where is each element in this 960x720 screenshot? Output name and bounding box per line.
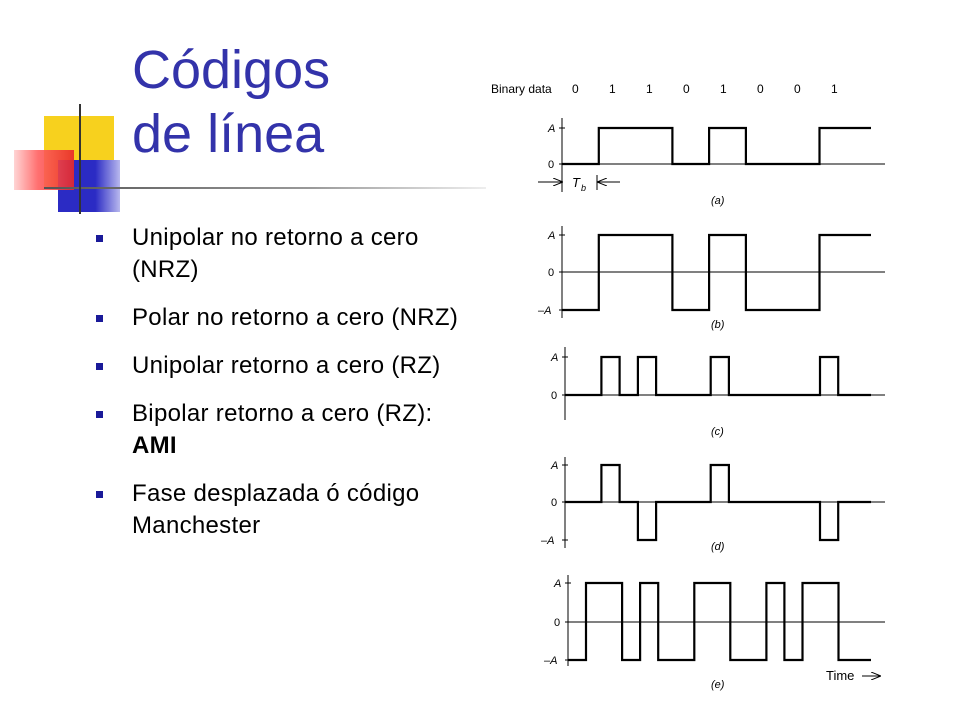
bit-value: 0 bbox=[572, 82, 579, 96]
bit-value: 1 bbox=[720, 82, 727, 96]
panel-c: A 0 (c) bbox=[550, 347, 885, 438]
bullet-item: Unipolar retorno a cero (RZ) bbox=[96, 350, 476, 382]
title-line-1: Códigos bbox=[132, 40, 331, 100]
bullet-text: Fase desplazada ó código Manchester bbox=[132, 480, 420, 539]
bit-value: 1 bbox=[831, 82, 838, 96]
time-label: Time bbox=[826, 668, 854, 683]
binary-bits: 0 1 1 0 1 0 0 1 bbox=[572, 82, 838, 96]
tb-label: T bbox=[572, 175, 581, 190]
panel-caption: (a) bbox=[711, 195, 725, 207]
deco-vertical-line bbox=[79, 104, 81, 214]
bullet-item: Polar no retorno a cero (NRZ) bbox=[96, 302, 476, 334]
time-axis-label: Time bbox=[826, 668, 880, 683]
binary-data-label: Binary data bbox=[491, 82, 552, 96]
bullet-list: Unipolar no retorno a cero (NRZ) Polar n… bbox=[96, 222, 476, 558]
bullet-item: Unipolar no retorno a cero (NRZ) bbox=[96, 222, 476, 286]
level-label: 0 bbox=[554, 617, 560, 629]
panel-e: A 0 –A (e) bbox=[543, 575, 885, 691]
waveform-line bbox=[562, 126, 871, 166]
panel-a: A 0 (a) bbox=[547, 118, 885, 207]
level-label: A bbox=[547, 230, 555, 242]
bullet-square-icon bbox=[96, 363, 103, 370]
waveform-line bbox=[565, 463, 871, 542]
level-label: –A bbox=[540, 535, 554, 547]
bullet-text: Polar no retorno a cero (NRZ) bbox=[132, 304, 459, 331]
level-label: –A bbox=[537, 305, 551, 317]
tb-subscript: b bbox=[581, 183, 586, 193]
bullet-text: Unipolar retorno a cero (RZ) bbox=[132, 352, 441, 379]
bullet-bold-text: AMI bbox=[132, 432, 177, 459]
waveform-line bbox=[565, 355, 871, 397]
level-label: A bbox=[550, 352, 558, 364]
bullet-item: Bipolar retorno a cero (RZ): AMI bbox=[96, 398, 476, 462]
level-label: 0 bbox=[548, 267, 554, 279]
panel-b: A 0 –A (b) bbox=[537, 226, 885, 331]
panel-d: A 0 –A (d) bbox=[540, 457, 885, 553]
level-label: A bbox=[550, 460, 558, 472]
panel-caption: (e) bbox=[711, 679, 725, 691]
deco-red-square bbox=[14, 150, 74, 190]
waveform-line bbox=[568, 581, 871, 662]
level-label: 0 bbox=[548, 159, 554, 171]
deco-horizontal-line bbox=[44, 187, 486, 189]
tb-marker: T b bbox=[538, 175, 620, 193]
panel-caption: (c) bbox=[711, 426, 724, 438]
level-label: A bbox=[547, 123, 555, 135]
waveform-panels: A 0 (a) A 0 –A (b) A 0 (c) A 0 –A (d) A 0 –A (e) bbox=[537, 118, 885, 691]
bit-value: 1 bbox=[646, 82, 653, 96]
bullet-square-icon bbox=[96, 411, 103, 418]
panel-caption: (b) bbox=[711, 319, 725, 331]
bit-value: 1 bbox=[609, 82, 616, 96]
bullet-item: Fase desplazada ó código Manchester bbox=[96, 478, 476, 542]
slide-title: Códigos de línea bbox=[132, 38, 330, 166]
bullet-square-icon bbox=[96, 315, 103, 322]
panel-caption: (d) bbox=[711, 541, 725, 553]
waveform-line bbox=[562, 233, 871, 312]
level-label: 0 bbox=[551, 390, 557, 402]
bit-value: 0 bbox=[683, 82, 690, 96]
level-label: 0 bbox=[551, 497, 557, 509]
bit-value: 0 bbox=[794, 82, 801, 96]
bit-value: 0 bbox=[757, 82, 764, 96]
level-label: –A bbox=[543, 655, 557, 667]
level-label: A bbox=[553, 578, 561, 590]
bullet-square-icon bbox=[96, 491, 103, 498]
bullet-text: Unipolar no retorno a cero (NRZ) bbox=[132, 224, 419, 283]
title-line-2: de línea bbox=[132, 104, 325, 164]
bullet-text: Bipolar retorno a cero (RZ): bbox=[132, 400, 433, 427]
bullet-square-icon bbox=[96, 235, 103, 242]
